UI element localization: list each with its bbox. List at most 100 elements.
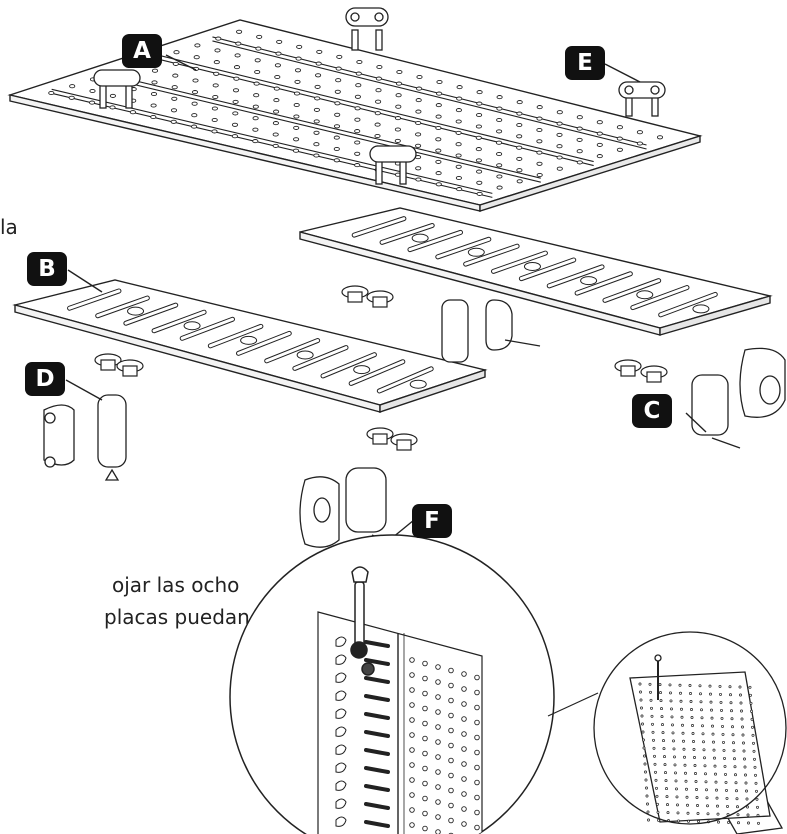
plate-slot <box>364 802 390 810</box>
plate-hole <box>681 723 684 727</box>
plate-hole <box>656 135 664 140</box>
plate-hole <box>211 129 218 134</box>
plate-hole <box>700 716 704 720</box>
callout-label-c: C <box>632 394 672 428</box>
plate-hole <box>409 702 415 708</box>
keyhole <box>335 762 347 773</box>
plate-hole <box>643 762 647 766</box>
plate-hole <box>273 109 280 114</box>
plate-hole <box>712 748 716 752</box>
plate-hole <box>396 69 403 75</box>
plate-hole <box>68 95 75 100</box>
plate-hole <box>669 699 673 703</box>
plate-hole <box>710 708 713 712</box>
plate-slot-inner <box>352 217 406 237</box>
plate-hole <box>742 741 745 745</box>
plate-hole <box>191 124 198 129</box>
plate-hole <box>375 99 382 104</box>
plate-hole <box>735 789 738 793</box>
plate-hole <box>416 86 423 91</box>
plate-hole <box>680 707 683 711</box>
plate-hole <box>436 79 443 85</box>
plate-hole <box>685 795 689 799</box>
plate-hole <box>747 821 750 825</box>
plate-hole <box>448 667 454 674</box>
plate-hole <box>435 114 442 119</box>
plate-hole <box>409 792 415 798</box>
plate-hole <box>415 143 422 148</box>
plate-hole <box>645 786 648 790</box>
plate-hole <box>435 182 442 187</box>
plate-hole <box>456 85 463 90</box>
plate-hole <box>474 734 480 741</box>
plate-hole <box>376 64 383 70</box>
plate-slot-inner <box>408 230 463 252</box>
plate-hole <box>435 799 441 805</box>
plate-rail <box>212 36 647 146</box>
plate-hole <box>293 125 300 130</box>
plate-hole <box>663 755 666 759</box>
plate-hole <box>232 88 240 93</box>
plate-hole <box>576 160 583 165</box>
plate-hole <box>296 44 303 49</box>
plate-hole <box>455 153 462 158</box>
plate-hole <box>461 731 467 737</box>
plate-rail <box>51 88 493 194</box>
plate-hole <box>375 76 382 81</box>
plate-slot-inner <box>436 237 491 259</box>
plate-hole <box>236 29 243 34</box>
plate-hole <box>731 733 735 737</box>
plate-hole <box>295 56 302 61</box>
plate-hole <box>448 697 454 704</box>
plate-slot <box>364 766 390 774</box>
plate-hole <box>536 127 543 133</box>
plate-hole <box>495 140 503 145</box>
plate-hole <box>212 94 219 100</box>
plate-hole <box>696 804 699 807</box>
plate-hole <box>435 709 441 715</box>
plate-hole <box>723 756 726 760</box>
plate-hole <box>461 761 467 767</box>
plate-hole <box>556 166 563 171</box>
plate-slot-inner <box>659 292 717 317</box>
plate-hole <box>422 795 428 802</box>
plate-slot-inner <box>293 346 348 370</box>
plate-hole <box>435 137 442 142</box>
plate-hole <box>576 149 583 154</box>
plate-hole <box>668 683 672 687</box>
plate-hole <box>474 779 480 786</box>
plate-hole <box>191 113 198 118</box>
plate-hole <box>651 722 654 726</box>
keyhole <box>335 672 347 683</box>
text-fragment-1: la <box>0 215 18 239</box>
plate-hole <box>194 43 201 48</box>
plate-hole <box>455 119 462 124</box>
plate-hole <box>273 86 280 91</box>
plate-hole <box>435 739 441 745</box>
plate-hole <box>638 682 642 686</box>
plate-hole <box>496 185 503 190</box>
plate-hole <box>650 706 653 710</box>
plate-hole <box>213 71 220 76</box>
plate-slot-inner <box>492 251 547 273</box>
plate-hole <box>644 770 647 774</box>
plate-hole <box>664 771 667 775</box>
plate-hole <box>374 111 381 116</box>
plate-hole <box>354 129 361 134</box>
plate-hole <box>313 130 320 135</box>
plate-hole <box>474 794 480 801</box>
plate-hole <box>750 709 753 713</box>
plate-slot-inner <box>68 289 121 310</box>
plate-hole <box>556 121 563 126</box>
callout-label-e: E <box>565 46 605 80</box>
plate-hole <box>709 692 712 696</box>
plate-hole <box>732 741 735 745</box>
plate-hole <box>476 191 483 196</box>
plate-hole <box>673 763 677 767</box>
plate-hole <box>435 148 442 153</box>
plate-hole <box>293 114 300 119</box>
plate-hole <box>734 773 737 777</box>
plate-hole <box>435 171 442 176</box>
keyhole <box>335 690 347 701</box>
plate-hole <box>684 779 688 783</box>
